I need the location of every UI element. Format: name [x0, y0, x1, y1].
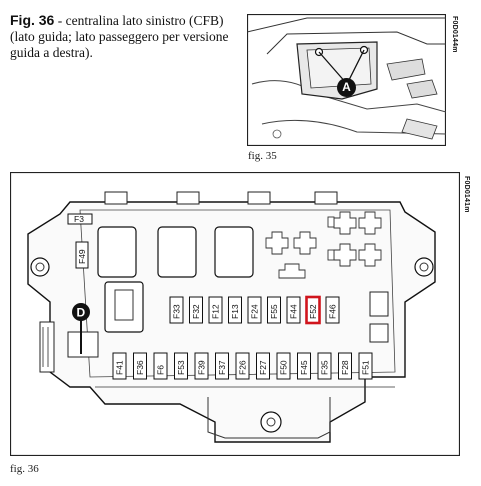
fuse-label-f51: F51: [361, 360, 371, 375]
fuse-label-f26: F26: [238, 360, 248, 375]
fuse-label-f27: F27: [258, 360, 268, 375]
lower-fuse-row: F41 F36 F6 F53 F39 F37 F26 F27 F50 F45 F35 F28 F51: [112, 352, 373, 380]
fuse-label-f46: F46: [328, 304, 338, 319]
figure-number: Fig. 36: [10, 12, 55, 28]
callout-d: D: [77, 306, 86, 320]
fuse-label-f37: F37: [217, 360, 227, 375]
fuse-slot-f53: [174, 352, 188, 380]
figure-caption-text: - centralina lato sinistro (CFB) (lato g…: [10, 13, 229, 60]
fuse-slot-f6: [153, 352, 168, 380]
figure-36-label: fig. 36: [10, 463, 39, 475]
fuse-label-f41: F41: [115, 360, 125, 375]
fuse-label-f35: F35: [320, 360, 330, 375]
fuse-slot-f36: [133, 352, 147, 380]
fuse-label-f53: F53: [176, 360, 186, 375]
fuse-slot-f37: [215, 352, 229, 380]
fuse-slot-f55: [267, 296, 281, 324]
fuse-slot-f26: [235, 352, 250, 380]
fuse-label-f55: F55: [269, 304, 279, 319]
fuse-slot-f27: [256, 352, 270, 380]
fuse-slot-f39: [194, 352, 209, 380]
fuse-f49: F49: [77, 249, 87, 264]
fuse-f3: F3: [74, 214, 84, 224]
fuse-slot-f45: [297, 352, 311, 380]
figure-36-code: F0D0141m: [463, 176, 470, 213]
fuse-label-f52: F52: [308, 304, 318, 319]
fuse-label-f39: F39: [197, 360, 207, 375]
fuse-slot-f13: [228, 296, 242, 324]
fuse-slot-f33: [169, 296, 184, 324]
figure-35-code: F0D0144m: [451, 16, 458, 53]
figure-35-label: fig. 35: [248, 150, 277, 162]
fuse-label-f24: F24: [250, 304, 260, 319]
callout-a-label: A: [342, 80, 351, 94]
fuse-slot-f50: [276, 352, 291, 380]
fuse-slot-f41: [112, 352, 127, 380]
callout-a: A: [337, 78, 356, 97]
figure-36-illustration: F3 F49 F33 F32 F12 F13 F24 F55 F44 F52 F46 F41 F3…: [10, 172, 460, 456]
upper-fuse-row: F33 F32 F12 F13 F24 F55 F44 F52 F46: [169, 295, 340, 325]
fuse-slot-f46: [325, 296, 340, 324]
fuse-label-f45: F45: [299, 360, 309, 375]
fuse-label-f28: F28: [340, 360, 350, 375]
fuse-slot-f52: [305, 295, 321, 325]
fuse-slot-f35: [317, 352, 332, 380]
fuse-slot-f28: [338, 352, 352, 380]
fuse-label-f13: F13: [230, 304, 240, 319]
fuse-label-f44: F44: [289, 304, 299, 319]
fuse-label-f50: F50: [279, 360, 289, 375]
fuse-label-f6: F6: [156, 365, 166, 375]
fuse-slot-f44: [286, 296, 301, 324]
fuse-label-f36: F36: [135, 360, 145, 375]
fuse-slot-f32: [189, 296, 203, 324]
fuse-slot-f24: [247, 296, 262, 324]
figure-caption: Fig. 36 - centralina lato sinistro (CFB)…: [10, 12, 238, 61]
fuse-slot-f51: [358, 352, 373, 380]
fuse-slot-f12: [208, 296, 223, 324]
fuse-label-f32: F32: [191, 304, 201, 319]
fuse-label-f12: F12: [211, 304, 221, 319]
fuse-label-f33: F33: [172, 304, 182, 319]
